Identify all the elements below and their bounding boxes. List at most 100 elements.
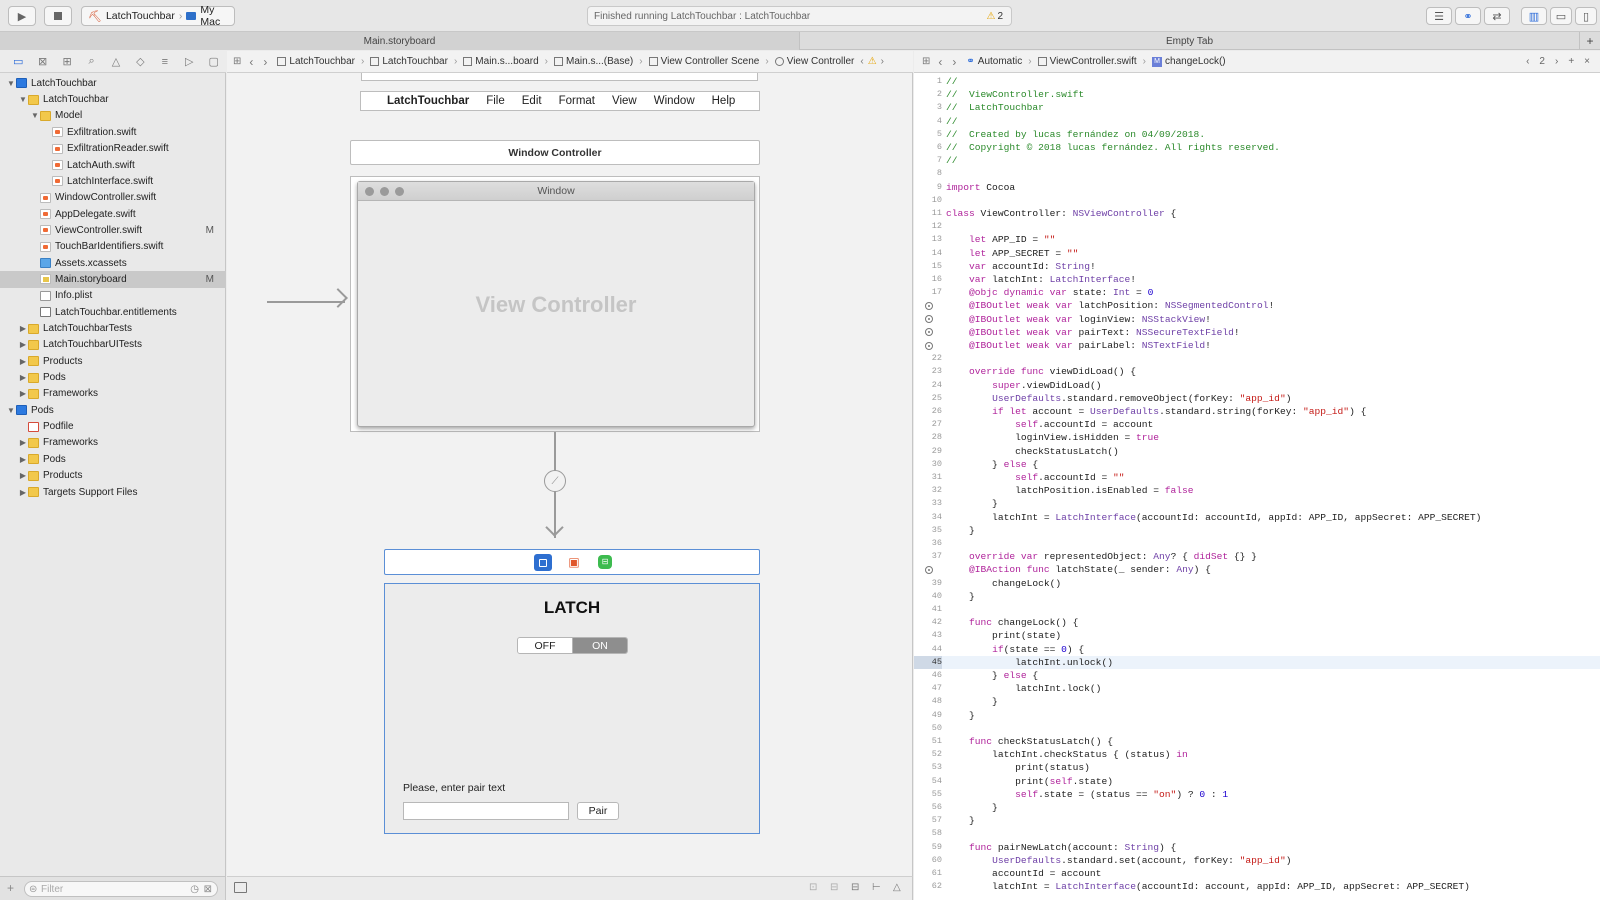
disclosure-triangle-icon[interactable]: ▼	[7, 405, 15, 415]
report-icon[interactable]: ▢	[208, 56, 219, 68]
disclosure-triangle-icon[interactable]: ▶	[19, 438, 27, 448]
test-icon[interactable]: ◇	[136, 56, 145, 68]
update-frames-icon[interactable]: ⊡	[809, 882, 818, 893]
disclosure-triangle-icon[interactable]: ▶	[19, 356, 27, 366]
navigator-item[interactable]: WindowController.swift	[0, 189, 226, 206]
navigator-item[interactable]: ▼Pods	[0, 402, 226, 419]
breakpoint-icon[interactable]: ▷	[185, 56, 194, 68]
hierarchy-icon[interactable]: ⊞	[62, 56, 72, 68]
code-line[interactable]: latchInt.lock()	[946, 683, 1102, 695]
menu-edit[interactable]: Edit	[521, 95, 542, 107]
navigator-item[interactable]: ▶LatchTouchbarUITests	[0, 337, 226, 354]
navigator-item[interactable]: AppDelegate.swift	[0, 206, 226, 223]
code-line[interactable]: self.state = (status == "on") ? 0 : 1	[1015, 788, 1229, 800]
related-items-icon[interactable]: ⊞	[922, 56, 931, 67]
code-line[interactable]: func pairNewLatch(account: String) {	[969, 841, 1177, 853]
navigator-item[interactable]: ▼LatchTouchbar	[0, 75, 226, 92]
code-line[interactable]: latchInt = LatchInterface(accountId: acc…	[946, 881, 1470, 893]
code-line[interactable]: }	[946, 590, 975, 602]
tab-main-storyboard[interactable]: Main.storyboard	[0, 32, 800, 50]
navigator-item[interactable]: TouchBarIdentifiers.swift	[0, 239, 226, 256]
disclosure-triangle-icon[interactable]: ▼	[19, 95, 27, 105]
stop-button[interactable]	[44, 6, 72, 26]
navigator-item[interactable]: Assets.xcassets	[0, 255, 226, 272]
code-line[interactable]: latchInt.checkStatus { (status) in	[946, 749, 1188, 761]
jump-base[interactable]: Main.s...(Base)	[554, 56, 633, 67]
code-line[interactable]: func checkStatusLatch() {	[969, 736, 1113, 747]
code-line[interactable]: }	[946, 709, 975, 721]
navigator-item[interactable]: Exfiltration.swift	[0, 124, 226, 141]
folder-icon[interactable]: ▭	[13, 56, 24, 68]
resolve-icon[interactable]: △	[893, 882, 901, 893]
counterparts-prev-icon[interactable]: ‹	[1526, 56, 1530, 67]
code-line[interactable]: @IBOutlet weak var latchPosition: NSSegm…	[969, 300, 1275, 312]
stack-icon[interactable]: ⊟	[830, 882, 839, 893]
pin-icon[interactable]: ⊢	[872, 882, 881, 893]
code-line[interactable]: //	[946, 155, 958, 167]
code-line[interactable]: //	[946, 76, 958, 87]
disclosure-triangle-icon[interactable]: ▶	[19, 324, 27, 333]
code-line[interactable]: } else {	[946, 670, 1039, 681]
disclosure-triangle-icon[interactable]: ▶	[19, 340, 27, 350]
outlet-connection-icon[interactable]	[925, 341, 933, 350]
code-line[interactable]: print(status)	[946, 762, 1090, 774]
disclosure-triangle-icon[interactable]: ▶	[19, 389, 27, 399]
navigator-item[interactable]: ▶Products	[0, 353, 226, 370]
code-line[interactable]: checkStatusLatch()	[946, 445, 1119, 457]
code-line[interactable]: // Copyright © 2018 lucas fernández. All…	[946, 142, 1280, 153]
menu-file[interactable]: File	[486, 95, 505, 107]
code-line[interactable]: import Cocoa	[946, 181, 1016, 193]
code-line[interactable]: class ViewController: NSViewController {	[946, 208, 1177, 219]
code-line[interactable]: var latchInt: LatchInterface!	[969, 274, 1137, 285]
toggle-utilities-button[interactable]: ▯	[1575, 7, 1597, 25]
code-line[interactable]: override func viewDidLoad() {	[969, 366, 1137, 378]
jump-project[interactable]: LatchTouchbar	[277, 56, 355, 67]
navigator-item[interactable]: ▶Targets Support Files	[0, 484, 226, 501]
outlet-connection-icon[interactable]	[925, 565, 933, 574]
code-line[interactable]: UserDefaults.standard.removeObject(forKe…	[992, 392, 1292, 404]
segment-off[interactable]: OFF	[518, 638, 573, 653]
debug-icon[interactable]: ≡	[161, 55, 169, 68]
tab-empty[interactable]: Empty Tab	[800, 32, 1580, 50]
segment-on[interactable]: ON	[573, 638, 627, 653]
navigator-item[interactable]: Podfile	[0, 418, 226, 435]
version-editor-button[interactable]: ⇄	[1484, 7, 1510, 25]
recent-icon[interactable]: ◷	[190, 883, 199, 895]
code-line[interactable]: super.viewDidLoad()	[992, 379, 1102, 391]
warning-badge[interactable]: ⚠ 2	[986, 11, 1003, 22]
code-line[interactable]: let APP_SECRET = ""	[969, 247, 1079, 259]
code-line[interactable]: }	[946, 498, 998, 510]
toggle-debug-button[interactable]: ▭	[1550, 7, 1572, 25]
main-menu[interactable]: LatchTouchbar File Edit Format View Wind…	[360, 91, 760, 111]
navigator-item[interactable]: ▶Frameworks	[0, 386, 226, 403]
code-line[interactable]: latchPosition.isEnabled = false	[946, 485, 1194, 497]
standard-editor-button[interactable]: ☰	[1426, 7, 1452, 25]
back-icon[interactable]: ‹	[249, 54, 254, 69]
run-button[interactable]: ▶	[8, 6, 36, 26]
scene-dock[interactable]: ▣ ⊟	[384, 549, 760, 575]
counterparts-next-icon[interactable]: ›	[1554, 56, 1559, 67]
outlet-connection-icon[interactable]	[925, 328, 933, 337]
window-scene[interactable]: Window View Controller	[350, 176, 760, 432]
navigator-item[interactable]: ▶Frameworks	[0, 435, 226, 452]
code-line[interactable]: self.accountId = account	[1015, 419, 1154, 431]
menu-app[interactable]: LatchTouchbar	[387, 95, 470, 107]
menu-window[interactable]: Window	[653, 95, 695, 107]
view-controller-dock-icon[interactable]	[534, 554, 552, 571]
code-line[interactable]: var accountId: String!	[969, 260, 1096, 272]
code-line[interactable]: // ViewController.swift	[946, 89, 1085, 101]
add-tab-button[interactable]: +	[1580, 32, 1600, 50]
navigator-item[interactable]: Info.plist	[0, 288, 226, 305]
navigator-item[interactable]: LatchTouchbar.entitlements	[0, 304, 226, 321]
outlet-connection-icon[interactable]	[925, 301, 933, 310]
scheme-selector[interactable]: ⛏ LatchTouchbar › My Mac	[81, 4, 235, 28]
code-line[interactable]: latchInt = LatchInterface(accountId: acc…	[946, 511, 1482, 523]
jump-automatic[interactable]: ⚭Automatic	[966, 56, 1022, 67]
code-line[interactable]: override var representedObject: Any? { d…	[969, 551, 1257, 563]
code-line[interactable]: }	[946, 524, 975, 536]
window-controller-header[interactable]: Window Controller	[350, 140, 760, 165]
warning-icon[interactable]: △	[111, 56, 121, 68]
